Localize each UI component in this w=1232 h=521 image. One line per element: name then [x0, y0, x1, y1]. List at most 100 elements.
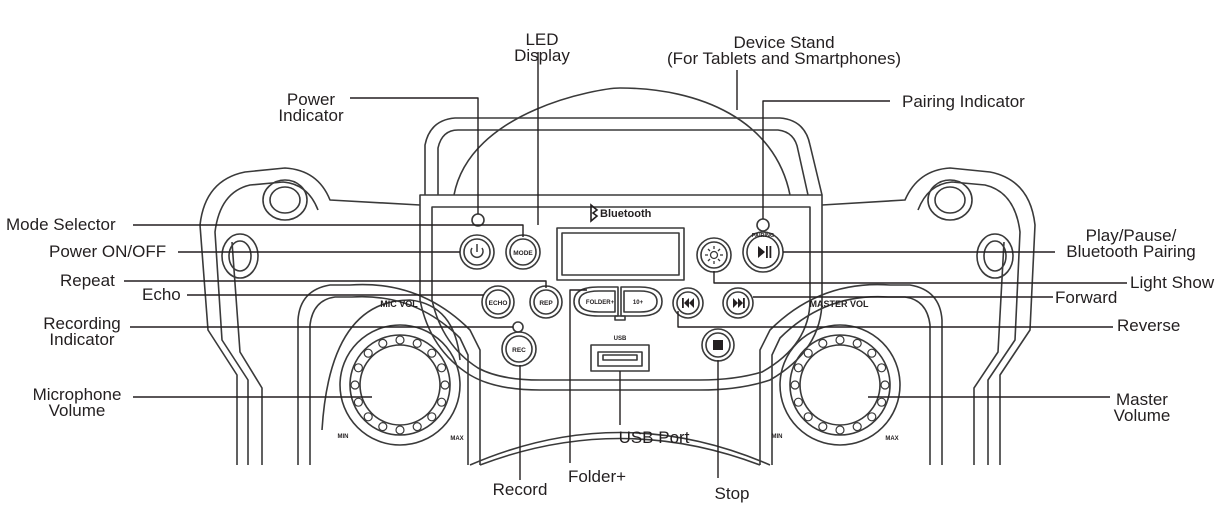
stop-icon	[713, 340, 723, 350]
knob-ridge	[876, 397, 887, 407]
device-stand-label: Device Stand(For Tablets and Smartphones…	[666, 33, 902, 68]
mode-selector-label: Mode Selector	[6, 215, 116, 234]
bluetooth-brand: Bluetooth	[600, 208, 652, 220]
play-pause-icon	[758, 246, 772, 258]
usb-port[interactable]	[590, 344, 650, 372]
ten-plus-button[interactable]	[620, 286, 663, 317]
knob-ridge	[835, 425, 845, 435]
echo-label: Echo	[142, 285, 181, 304]
control-panel	[419, 194, 823, 391]
master-volume-housing	[759, 283, 943, 465]
speaker-body-outline	[424, 117, 823, 196]
knob-ridge	[793, 363, 804, 373]
light-show-label: Light Show	[1130, 273, 1215, 292]
pairing-small-label: PAIRING	[752, 233, 775, 239]
pairing-indicator-led	[756, 218, 770, 232]
echo-button-label: ECHO	[489, 300, 508, 307]
folder-button-label: FOLDER+	[586, 300, 615, 306]
power-indicator-led	[471, 213, 485, 227]
knob-ridge	[395, 335, 405, 345]
knob-ridge	[818, 338, 828, 348]
mic-volume-knob[interactable]	[339, 324, 461, 446]
knob-ridge	[803, 348, 813, 358]
stop-label: Stop	[714, 484, 750, 503]
knob-ridge	[353, 363, 363, 373]
rec-button-label: REC	[512, 347, 526, 354]
knob-ridge	[395, 425, 405, 435]
usb-small-label: USB	[614, 336, 627, 342]
knob-ridge	[803, 412, 813, 422]
knob-ridge	[852, 422, 862, 432]
knob-ridge	[835, 335, 845, 345]
knob-ridge	[867, 412, 877, 422]
knob-ridge	[350, 380, 360, 390]
usb-port-label: USB Port	[618, 428, 690, 447]
knob-ridge	[880, 380, 890, 390]
mode-button-label: MODE	[513, 250, 533, 257]
device-stand	[453, 87, 791, 196]
folder-plus-label: Folder+	[567, 467, 627, 486]
reverse-icon	[682, 298, 694, 308]
mic-knob-ridges	[350, 335, 450, 435]
right-side-panel	[821, 167, 1036, 465]
master-vol-label: MASTER VOL	[809, 299, 869, 309]
mic-vol-label: MIC VOL	[380, 299, 418, 309]
power-icon	[470, 244, 484, 258]
mic-min-label: MIN	[338, 434, 349, 440]
left-side-panel	[199, 167, 421, 465]
folder-plus-button[interactable]	[573, 286, 619, 317]
bluetooth-icon	[590, 203, 599, 223]
knob-ridge	[412, 422, 422, 432]
record-label: Record	[492, 480, 548, 499]
woofer-arc	[469, 431, 771, 466]
master-max-label: MAX	[885, 436, 898, 442]
knob-ridge	[427, 412, 437, 422]
rep-button-label: REP	[539, 300, 553, 307]
forward-label: Forward	[1055, 288, 1118, 307]
knob-ridge	[852, 338, 862, 348]
echo-button[interactable]	[481, 285, 515, 319]
mic-max-label: MAX	[450, 436, 463, 442]
forward-button[interactable]	[722, 287, 754, 319]
knob-ridge	[790, 380, 800, 390]
master-knob-ridges	[790, 335, 890, 435]
record-button[interactable]	[501, 331, 537, 367]
filled-icons	[590, 203, 772, 350]
knob-ridge	[876, 363, 887, 373]
repeat-label: Repeat	[60, 271, 115, 290]
reverse-label: Reverse	[1117, 316, 1181, 335]
master-volume-knob[interactable]	[779, 324, 901, 446]
forward-icon	[733, 298, 745, 308]
mic-volume-housing	[297, 283, 481, 465]
play-pause-label: Play/Pause/Bluetooth Pairing	[1066, 226, 1196, 261]
knob-ridge	[793, 397, 804, 407]
light-show-button[interactable]	[696, 237, 732, 273]
knob-ridge	[412, 338, 422, 348]
callout-lines	[124, 52, 1127, 480]
recording-indicator-led	[512, 321, 524, 333]
knob-ridge	[363, 412, 373, 422]
led-display	[556, 227, 685, 281]
pairing-indicator-label: Pairing Indicator	[902, 92, 1025, 111]
power-onoff-label: Power ON/OFF	[49, 242, 167, 261]
ten-button-label: 10+	[633, 300, 644, 306]
knob-ridge	[437, 363, 447, 373]
knob-ridge	[440, 380, 450, 390]
knob-ridge	[427, 348, 437, 358]
knob-ridge	[353, 397, 363, 407]
sun-icon	[705, 246, 723, 264]
knob-ridge	[378, 338, 388, 348]
reverse-button[interactable]	[672, 287, 704, 319]
knob-ridge	[818, 422, 828, 432]
master-min-label: MIN	[772, 434, 783, 440]
knob-ridge	[437, 397, 447, 407]
knob-ridge	[867, 348, 877, 358]
knob-ridge	[363, 348, 373, 358]
knob-ridge	[378, 422, 388, 432]
